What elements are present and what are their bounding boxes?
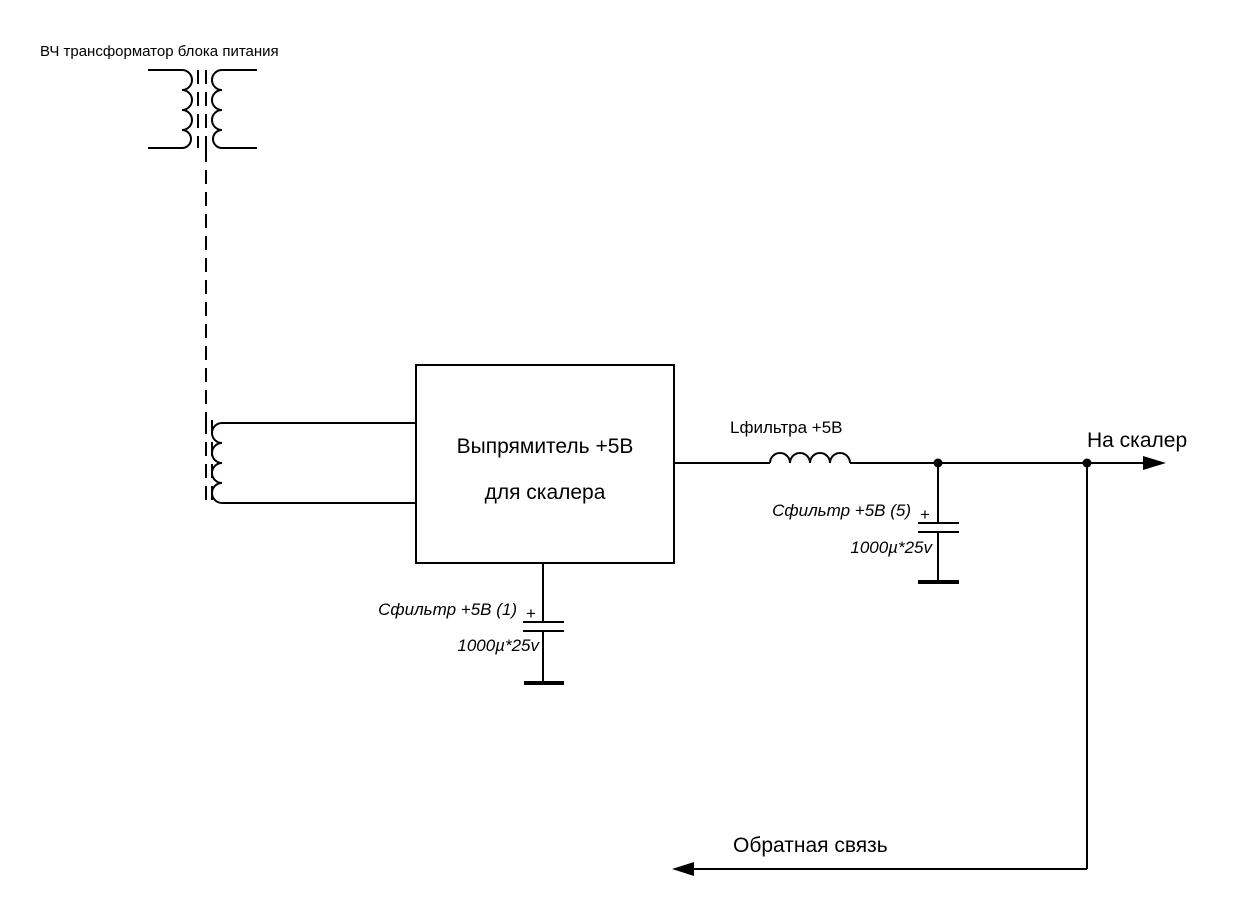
scaler-output-arrow <box>1143 456 1166 470</box>
feedback-arrow <box>672 862 694 876</box>
cap5-label: Сфильтр +5В (5) <box>772 501 911 520</box>
rectifier-block <box>415 364 675 564</box>
capacitor-1 <box>523 563 564 685</box>
hf-transformer-top <box>148 69 257 149</box>
scaler-output-label: На скалер <box>1087 429 1187 452</box>
cap1-polarity: + <box>526 604 536 623</box>
filter-inductor <box>769 452 851 464</box>
feedback-label: Обратная связь <box>733 834 888 857</box>
cap5-value: 1000µ*25v <box>850 538 933 557</box>
rectifier-label-line1: Выпрямитель +5В <box>457 435 634 458</box>
transformer-left-winding <box>148 69 193 149</box>
cap5-polarity: + <box>920 505 930 524</box>
lower-winding-coil <box>211 422 416 504</box>
inductor-label: Lфильтра +5В <box>730 418 843 437</box>
transformer-right-winding <box>211 69 257 149</box>
cap1-value: 1000µ*25v <box>457 636 540 655</box>
hf-transformer-lower-winding <box>205 420 416 505</box>
rectifier-label-line2: для скалера <box>485 481 606 504</box>
cap1-label: Сфильтр +5В (1) <box>378 600 517 619</box>
transformer-title: ВЧ трансформатор блока питания <box>40 43 279 60</box>
capacitor-5 <box>918 463 959 584</box>
